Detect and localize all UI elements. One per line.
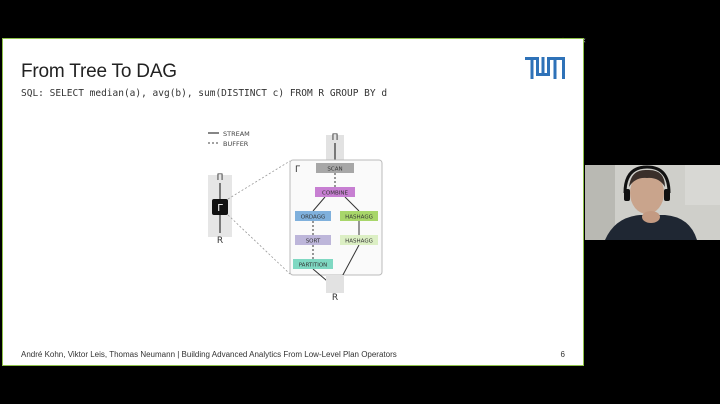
tum-logo-icon — [525, 57, 565, 79]
node-partition: PARTITION — [299, 263, 328, 269]
node-scan: SCAN — [327, 167, 342, 173]
legend: STREAM BUFFER — [208, 130, 250, 148]
left-projection-label: Π — [217, 173, 224, 183]
node-hashagg-2: HASHAGG — [345, 239, 373, 245]
slide-title: From Tree To DAG — [21, 61, 177, 82]
slide-footer: André Kohn, Viktor Leis, Thomas Neumann … — [21, 350, 397, 359]
tree-to-dag-diagram: STREAM BUFFER Π Γ R Π Γ — [208, 130, 383, 303]
left-tree: Π Γ R — [208, 173, 232, 246]
legend-stream: STREAM — [223, 130, 250, 138]
webcam-presenter-video — [585, 165, 720, 240]
node-combine: COMBINE — [322, 191, 348, 197]
presentation-slide: From Tree To DAG SQL: SELECT median(a), … — [2, 38, 584, 366]
slide-page-number: 6 — [560, 350, 565, 359]
left-groupby-node: Γ — [217, 203, 223, 214]
presenter-silhouette — [585, 165, 720, 240]
left-relation-label: R — [217, 236, 223, 246]
node-sort: SORT — [306, 239, 321, 245]
node-hashagg-1: HASHAGG — [345, 215, 373, 221]
legend-buffer: BUFFER — [223, 140, 249, 148]
dag-box-label: Γ — [295, 165, 300, 175]
right-relation-label: R — [332, 293, 338, 303]
sql-query-line: SQL: SELECT median(a), avg(b), sum(DISTI… — [21, 88, 388, 99]
right-projection-label: Π — [332, 133, 339, 143]
node-ordagg: ORDAGG — [301, 215, 325, 221]
